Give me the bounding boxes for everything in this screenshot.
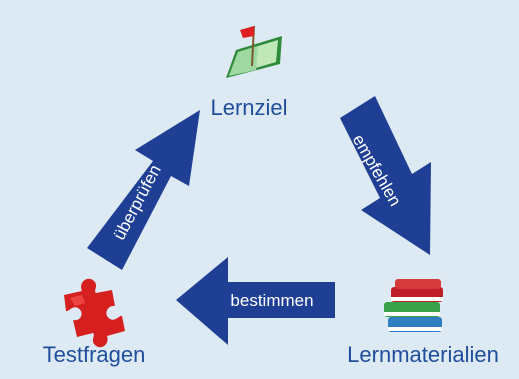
node-testfragen: Testfragen — [43, 278, 146, 367]
arrow-empfehlen-shape — [340, 96, 431, 255]
node-lernziel: Lernziel — [210, 25, 288, 120]
books-icon — [384, 279, 443, 332]
puzzle-piece-icon — [64, 278, 125, 348]
arrow-empfehlen: empfehlen — [340, 96, 431, 255]
flag-map-icon — [226, 25, 282, 78]
node-lernmaterialien: Lernmaterialien — [347, 279, 499, 367]
arrow-bestimmen: bestimmen — [176, 257, 335, 345]
node-lernmaterialien-label: Lernmaterialien — [347, 342, 499, 367]
node-lernziel-label: Lernziel — [210, 95, 287, 120]
node-testfragen-label: Testfragen — [43, 342, 146, 367]
arrow-ueberpruefen-shape — [87, 110, 200, 270]
arrow-ueberpruefen: überprüfen — [87, 110, 200, 270]
arrow-bestimmen-label: bestimmen — [230, 291, 313, 310]
arrow-bestimmen-shape — [176, 257, 335, 345]
